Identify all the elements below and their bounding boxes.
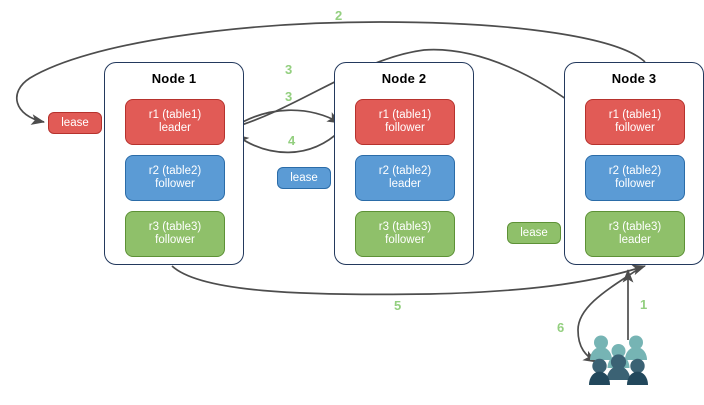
arrow-step-3-to-node3 (231, 48, 586, 129)
step-label-2: 2 (335, 8, 343, 23)
step-label-3a: 3 (285, 62, 293, 77)
replica-line1: r3 (table3) (608, 220, 662, 233)
step-label-5: 5 (394, 298, 402, 313)
replica-line1: r3 (table3) (148, 220, 202, 233)
arrow-step-6 (577, 267, 641, 363)
node-1-title: Node 1 (151, 71, 197, 86)
arrow-step-4 (235, 129, 342, 154)
replica-line2: follower (385, 122, 425, 134)
node-2-title: Node 2 (381, 71, 427, 86)
step-label-1: 1 (640, 297, 648, 312)
lease-table3-chip[interactable]: lease (507, 222, 561, 244)
step-label-3b: 3 (285, 89, 293, 104)
replica-line1: r2 (table2) (608, 164, 662, 177)
node-1-replica-r2[interactable]: r2 (table2) follower (125, 155, 225, 201)
people-group-icon (589, 335, 648, 385)
replica-line1: r1 (table1) (148, 108, 202, 121)
arrow-step-2 (15, 21, 646, 125)
step-label-4: 4 (288, 133, 296, 148)
node-2-container[interactable]: Node 2 r1 (table1) follower r2 (table2) … (334, 62, 474, 265)
node-1-replica-r3[interactable]: r3 (table3) follower (125, 211, 225, 257)
node-2-replica-r1[interactable]: r1 (table1) follower (355, 99, 455, 145)
arrow-step-3-to-node2 (230, 109, 341, 130)
node-3-replica-r2[interactable]: r2 (table2) follower (585, 155, 685, 201)
step-label-6: 6 (557, 320, 565, 335)
replica-line2: follower (615, 178, 655, 190)
node-1-container[interactable]: Node 1 r1 (table1) leader r2 (table2) fo… (104, 62, 244, 265)
lease-table2-chip[interactable]: lease (277, 167, 331, 189)
replica-line1: r1 (table1) (608, 108, 662, 121)
replica-line2: follower (615, 122, 655, 134)
replica-line2: follower (385, 234, 425, 246)
node-3-container[interactable]: Node 3 r1 (table1) follower r2 (table2) … (564, 62, 704, 265)
replica-line1: r1 (table1) (378, 108, 432, 121)
node-2-replica-r2[interactable]: r2 (table2) leader (355, 155, 455, 201)
replica-line1: r2 (table2) (148, 164, 202, 177)
replica-line2: leader (619, 234, 651, 246)
arrow-step-5 (171, 264, 646, 296)
replica-line1: r2 (table2) (378, 164, 432, 177)
replica-line1: r3 (table3) (378, 220, 432, 233)
node-3-title: Node 3 (611, 71, 657, 86)
replica-line2: follower (155, 234, 195, 246)
node-1-replica-r1[interactable]: r1 (table1) leader (125, 99, 225, 145)
node-2-replica-r3[interactable]: r3 (table3) follower (355, 211, 455, 257)
node-3-replica-r1[interactable]: r1 (table1) follower (585, 99, 685, 145)
lease-table1-chip[interactable]: lease (48, 112, 102, 134)
replica-line2: leader (389, 178, 421, 190)
replica-line2: leader (159, 122, 191, 134)
replica-line2: follower (155, 178, 195, 190)
node-3-replica-r3[interactable]: r3 (table3) leader (585, 211, 685, 257)
